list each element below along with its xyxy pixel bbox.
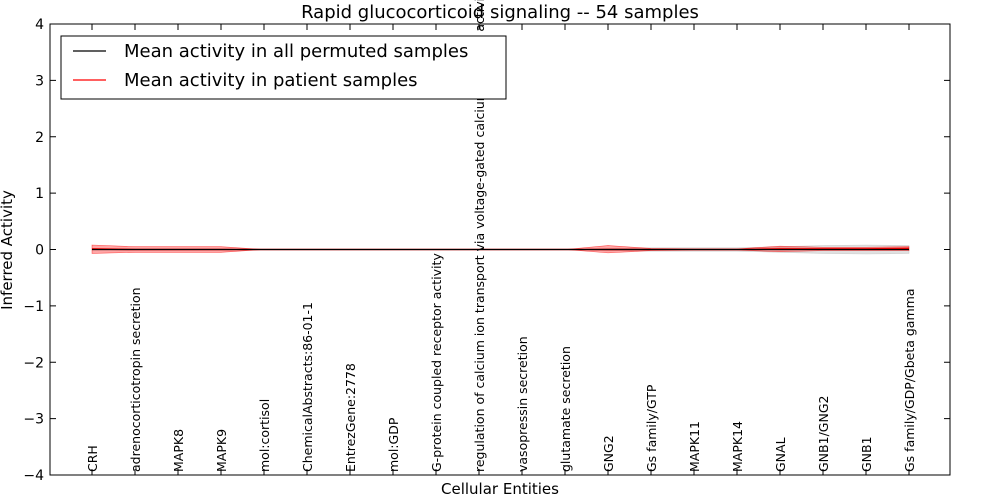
x-tick-label: MAPK8 [171, 429, 186, 472]
x-tick-label: adrenocorticotropin secretion [128, 287, 143, 472]
x-tick-label: MAPK9 [214, 429, 229, 472]
x-tick-label: ChemicalAbstracts:86-01-1 [300, 302, 315, 472]
x-tick-label: Gs family/GTP [644, 384, 659, 472]
x-axis-title: Cellular Entities [441, 480, 559, 498]
y-axis: −4 −3 −2 −1 0 1 2 3 4 [23, 17, 950, 484]
x-tick-label: vasopressin secretion [515, 336, 530, 472]
y-tick-label: −2 [23, 355, 44, 371]
y-tick-label: −4 [23, 468, 44, 484]
y-tick-label: 1 [35, 186, 44, 202]
legend-label-series-1: Mean activity in all permuted samples [124, 41, 468, 62]
y-axis-title: Inferred Activity [0, 190, 16, 310]
x-tick-label: mol:GDP [386, 417, 401, 472]
x-tick-label: glutamate secretion [558, 346, 573, 472]
x-tick-label: GNAL [773, 437, 788, 472]
x-tick-label: GNB1 [859, 436, 874, 472]
y-tick-label: −1 [23, 299, 44, 315]
x-tick-label: G-protein coupled receptor activity [429, 253, 444, 472]
y-tick-label: 3 [35, 73, 44, 89]
x-tick-label: regulation of calcium ion transport via … [472, 0, 487, 472]
y-tick-label: 2 [35, 130, 44, 146]
legend-box [60, 35, 507, 100]
y-tick-label: 0 [35, 243, 44, 259]
series-lines [91, 247, 910, 251]
x-tick-label: GNB1/GNG2 [816, 396, 831, 472]
legend: Mean activity in all permuted samplesMea… [60, 35, 507, 100]
y-tick-label: −3 [23, 412, 44, 428]
x-tick-label: MAPK11 [687, 421, 702, 472]
x-tick-label: MAPK14 [730, 421, 745, 472]
y-tick-label: 4 [35, 17, 44, 33]
x-tick-label: EntrezGene:2778 [343, 363, 358, 472]
x-tick-label: Gs family/GDP/Gbeta gamma [902, 289, 917, 472]
x-tick-label: CRH [85, 445, 100, 472]
chart-title: Rapid glucocorticoid signaling -- 54 sam… [301, 2, 699, 23]
x-tick-label: GNG2 [601, 435, 616, 472]
legend-label-series-2: Mean activity in patient samples [124, 70, 418, 91]
x-tick-label: mol:cortisol [257, 399, 272, 472]
